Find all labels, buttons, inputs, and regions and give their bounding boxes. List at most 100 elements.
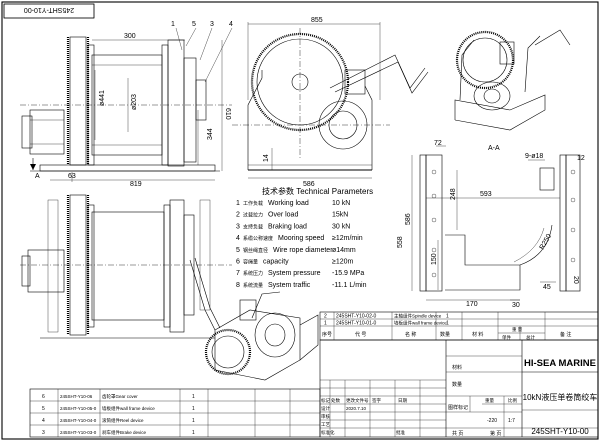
- param-row-value: -11.1 L/min: [332, 282, 367, 289]
- title-weight-value: -220: [487, 418, 497, 424]
- company-name: HI-SEA MARINE: [524, 358, 596, 369]
- title-label: 批准: [396, 429, 405, 436]
- dim-610: 610: [224, 108, 231, 120]
- param-row-number: 6: [236, 259, 240, 266]
- param-row-cn: 系统压力: [243, 270, 263, 277]
- bom-header-qty: 数量: [440, 331, 450, 338]
- bom-header-code: 代 号: [355, 331, 366, 338]
- dim-586-side: 586: [303, 181, 315, 188]
- bom-header-unit: 单件: [502, 334, 511, 341]
- callout-5: 5: [192, 21, 196, 28]
- title-stage: 图样标记: [448, 404, 468, 411]
- bom-lower-row-no: 5: [42, 406, 45, 412]
- dim-300: 300: [124, 33, 136, 40]
- title-date: 2020.7.10: [346, 406, 367, 411]
- param-row-cn: 工作负载: [243, 200, 263, 207]
- bom-lower-row-qty: 1: [192, 394, 195, 400]
- param-row-en: Wire rope diameter: [273, 247, 333, 254]
- dim-855: 855: [311, 17, 323, 24]
- param-row-cn: 系统流量: [243, 282, 263, 289]
- param-row-value: ø14mm: [332, 247, 356, 254]
- bom-upper-row-qty-0: 1: [446, 314, 449, 320]
- section-label: A-A: [488, 145, 500, 152]
- bom-lower-row-no: 6: [42, 394, 45, 400]
- dim-586-section: 586: [405, 213, 412, 225]
- title-label: 审核: [321, 413, 330, 420]
- title-label: 处数: [331, 397, 340, 404]
- param-row-number: 1: [236, 200, 240, 207]
- bom-header-name: 名 称: [405, 331, 416, 338]
- dim-248: 248: [450, 188, 457, 200]
- param-row-cn: 钢丝绳直径: [243, 247, 268, 254]
- bom-header-remark: 备 注: [560, 331, 571, 338]
- dim-9-18: 9-ø18: [525, 153, 543, 160]
- params-title: 技术参数 Technical Parameters: [262, 186, 373, 196]
- title-label: 更改文件号: [346, 397, 369, 404]
- code-frame: [3, 3, 95, 19]
- dim-r250: R250: [539, 233, 553, 251]
- isometric-view: [454, 29, 571, 131]
- param-row-value: -15.9 MPa: [332, 270, 364, 277]
- title-label: 标准化: [321, 429, 335, 436]
- drawing-code-rotated: 245SHT-Y10-00: [24, 6, 74, 13]
- param-row-number: 7: [236, 270, 240, 277]
- dim-12: 12: [577, 155, 585, 162]
- bom-header-weight: 重 量: [512, 326, 523, 333]
- bom-upper-row-name-1: 墙板组件wall frame device: [394, 320, 447, 327]
- title-label: 设计: [321, 405, 330, 412]
- title-material: 材料: [452, 364, 462, 371]
- title-weight: 重量: [485, 397, 494, 404]
- bom-lower-row-name: 刹车组件Brake device: [102, 429, 147, 436]
- param-row-value: 30 kN: [332, 223, 350, 230]
- product-name: 10kN液压单卷筒绞车: [523, 392, 598, 402]
- param-row-value: ≥120m: [332, 259, 354, 266]
- title-quantity: 数量: [452, 381, 462, 388]
- bom-lower-row-no: 3: [42, 430, 45, 436]
- dim-593: 593: [480, 191, 492, 198]
- param-row-number: 2: [236, 212, 240, 219]
- title-scale-value: 1:7: [508, 418, 515, 424]
- param-row-en: Working load: [268, 200, 309, 207]
- dim-72: 72: [434, 140, 442, 147]
- dim-20: 20: [572, 276, 579, 284]
- param-row-number: 8: [236, 282, 240, 289]
- dim-819: 819: [130, 181, 142, 188]
- bom-lower-row-code: 245SHT-Y10-05-0: [60, 406, 97, 411]
- dim-150: 150: [431, 253, 438, 265]
- title-label: 日期: [398, 398, 407, 404]
- param-row-cn: 过载拉力: [243, 212, 263, 219]
- param-row-en: Braking load: [268, 223, 307, 230]
- bom-upper-row-no-1: 1: [324, 321, 327, 327]
- bottom-isometric: [204, 291, 319, 381]
- dim-30: 30: [512, 302, 520, 309]
- param-row-value: 15kN: [332, 212, 348, 219]
- title-page: 第 页: [490, 430, 501, 437]
- title-label: 标记: [321, 397, 330, 404]
- param-row-number: 5: [236, 247, 240, 254]
- bom-upper-row-name-0: 主轴组件Spindle device: [394, 313, 442, 320]
- param-row-cn: 容绳量: [243, 259, 258, 266]
- bom-header-material: 材 料: [472, 331, 483, 338]
- param-row-number: 3: [236, 223, 240, 230]
- dim-441: ø441: [99, 90, 106, 106]
- dim-14: 14: [263, 154, 270, 162]
- param-row-en: System traffic: [268, 282, 311, 289]
- param-row-number: 4: [236, 235, 240, 242]
- title-total-pages: 共 页: [452, 430, 463, 437]
- param-row-en: System pressure: [268, 270, 321, 277]
- bom-lower-row-code: 245SHT-Y10-06: [60, 394, 93, 399]
- param-row-value: 10 kN: [332, 200, 350, 207]
- bom-lower-row-name: 墙板组件wall frame device: [102, 405, 155, 412]
- bom-lower-table: [29, 388, 321, 438]
- title-block: [319, 339, 599, 438]
- param-row-en: Over load: [268, 212, 298, 219]
- bom-upper-row-code-1: 245SHT-Y10-01-0: [336, 321, 377, 327]
- bom-lower-row-name: 滚筒组件Reel device: [102, 417, 144, 424]
- bom-lower-row-qty: 1: [192, 418, 195, 424]
- callout-1: 1: [171, 21, 175, 28]
- bom-upper-row-no-0: 2: [324, 314, 327, 320]
- title-label: 工艺: [321, 422, 330, 427]
